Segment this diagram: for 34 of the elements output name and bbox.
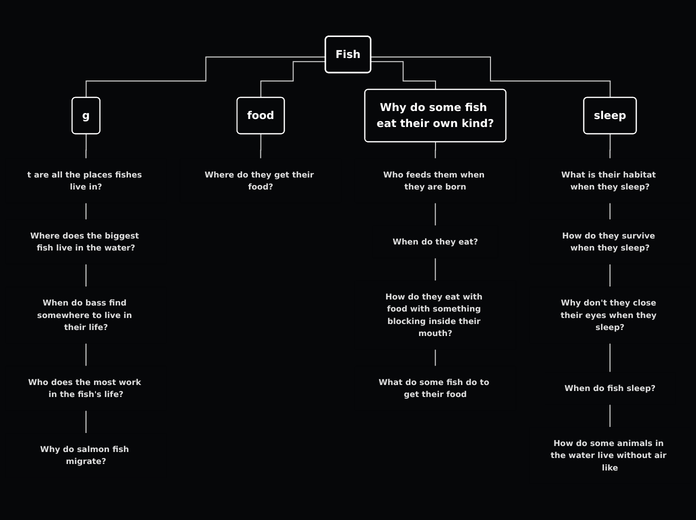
node-text: How do they eat with food with something blocking inside their mouth? bbox=[385, 292, 482, 338]
connector bbox=[434, 257, 436, 282]
node-text: Who does the most work in the fish's life? bbox=[28, 378, 142, 400]
connector bbox=[434, 348, 436, 367]
node-text: Why do salmon fish migrate? bbox=[40, 444, 129, 466]
connector bbox=[434, 142, 436, 160]
node-text: When do fish sleep? bbox=[564, 384, 656, 394]
node-text: Who feeds them when they are born bbox=[383, 170, 485, 192]
connector bbox=[85, 342, 86, 367]
connector bbox=[85, 134, 87, 160]
node-text: When do bass find somewhere to live in their life? bbox=[37, 298, 132, 332]
connector bbox=[85, 264, 86, 288]
node-text: t are all the places fishes live in? bbox=[27, 170, 142, 192]
connector bbox=[370, 61, 436, 90]
connector bbox=[85, 202, 86, 220]
connector bbox=[434, 202, 436, 226]
connector bbox=[610, 264, 611, 288]
node-text: Where do they get their food? bbox=[204, 170, 314, 192]
node-text: Where does the biggest fish live in the water? bbox=[30, 231, 139, 253]
connector bbox=[86, 56, 326, 98]
node-text: When do they eat? bbox=[392, 237, 478, 247]
connector bbox=[370, 56, 611, 98]
connector bbox=[260, 61, 326, 98]
node-text: Why don't they close their eyes when they sleep? bbox=[560, 298, 657, 332]
connector bbox=[610, 404, 611, 428]
node-text: How do they survive when they sleep? bbox=[562, 231, 656, 253]
connector bbox=[610, 134, 611, 160]
connector bbox=[260, 134, 262, 160]
node-text: How do some animals in the water live without air like bbox=[550, 438, 667, 472]
connector bbox=[610, 202, 611, 220]
node-text: What do some fish do to get their food bbox=[378, 378, 490, 400]
connector bbox=[610, 342, 611, 373]
connector bbox=[85, 410, 86, 434]
node-text: What is their habitat when they sleep? bbox=[561, 170, 656, 192]
